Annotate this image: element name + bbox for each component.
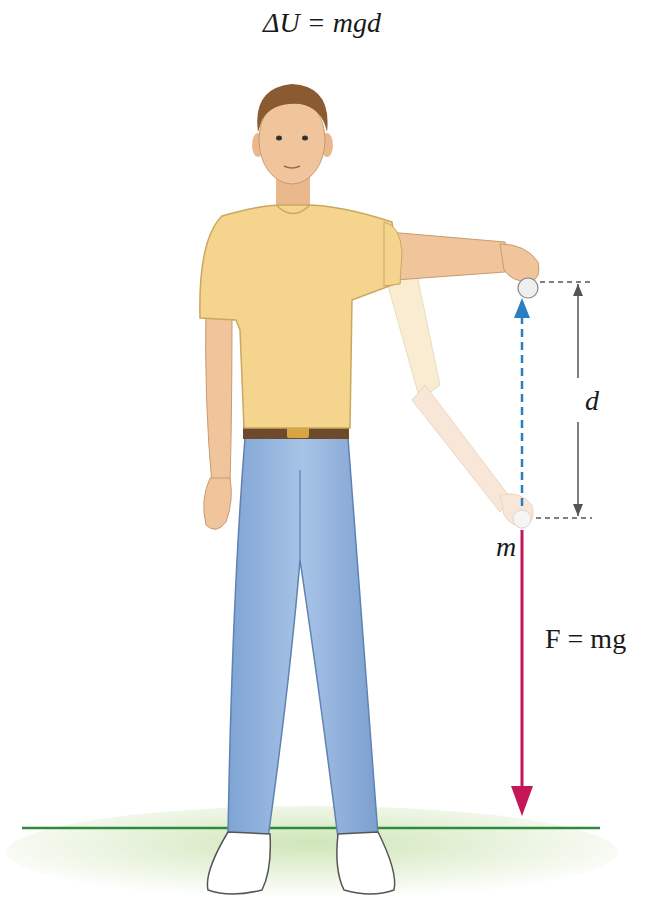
ground-line: [22, 827, 600, 830]
dimension-marker: [536, 282, 592, 518]
mass-label: m: [496, 532, 516, 563]
hair: [257, 84, 327, 132]
right-shoe: [337, 832, 395, 894]
ground-shade: [7, 806, 617, 898]
left-arm: [206, 300, 232, 485]
raised-arm: [388, 232, 510, 280]
force-label: F = mg: [545, 624, 626, 655]
jeans: [228, 438, 378, 838]
shirt: [200, 205, 400, 428]
energy-equation: ΔU = mgd: [263, 8, 381, 39]
dimension-label: d: [585, 386, 599, 417]
left-shoe: [207, 832, 270, 894]
displacement-arrow: [521, 314, 524, 506]
ball: [518, 278, 538, 298]
force-arrow: [521, 530, 524, 790]
